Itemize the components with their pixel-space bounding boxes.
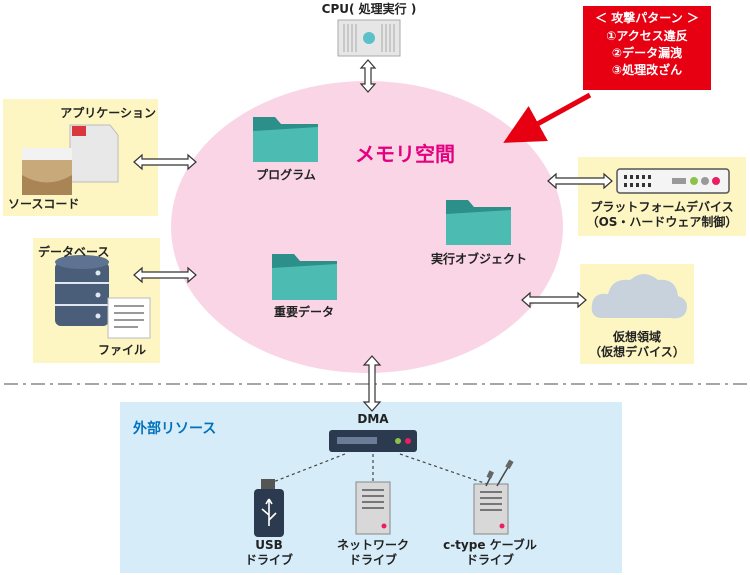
- important-data-label: 重要データ: [273, 305, 334, 319]
- dma-label: DMA: [357, 412, 389, 426]
- object-folder-icon: [446, 200, 511, 245]
- external-resources-title: 外部リソース: [133, 421, 217, 437]
- cpu-label: CPU( 処理実行 ): [321, 2, 417, 16]
- attack-item-1: ①アクセス違反: [606, 29, 688, 43]
- db-title: データベース: [38, 245, 110, 259]
- ctype-label-line1: c-type ケーブル: [443, 538, 537, 552]
- source-code-label: ソースコード: [8, 197, 80, 211]
- cloud-icon: [591, 274, 687, 319]
- usb-drive-icon: [254, 479, 284, 537]
- memory-space-title: メモリ空間: [355, 142, 455, 166]
- network-label-line2: ドライブ: [348, 553, 397, 567]
- dma-connectors: [267, 453, 488, 485]
- attack-item-2: ②データ漏洩: [611, 46, 683, 60]
- source-code-icon: [22, 124, 119, 195]
- platform-label-line1: プラットフォームデバイス: [590, 200, 734, 214]
- attack-pattern-box: ＜ 攻撃パターン ＞ ①アクセス違反 ②データ漏洩 ③処理改ざん: [583, 6, 711, 90]
- file-document-icon: [107, 297, 151, 339]
- attack-pattern-title: ＜ 攻撃パターン ＞: [595, 11, 699, 25]
- usb-label-line2: ドライブ: [244, 553, 293, 567]
- app-title: アプリケーション: [60, 106, 156, 120]
- program-label: プログラム: [256, 168, 316, 182]
- attack-item-3: ③処理改ざん: [611, 63, 683, 77]
- platform-device-icon: [616, 168, 730, 194]
- ctype-label-line2: ドライブ: [465, 553, 514, 567]
- database-icon: [55, 255, 109, 326]
- virtual-label-line2: （仮想デバイス）: [589, 345, 685, 359]
- cpu-icon: [337, 19, 401, 57]
- attack-arrow: [503, 92, 592, 143]
- important-data-folder-icon: [272, 254, 337, 300]
- dma-device-icon: [329, 430, 417, 452]
- network-label-line1: ネットワーク: [336, 538, 409, 552]
- ctype-drive-icon: [473, 459, 514, 535]
- file-label: ファイル: [98, 343, 147, 357]
- virtual-label-line1: 仮想領域: [612, 330, 661, 344]
- usb-label-line1: USB: [255, 538, 283, 552]
- platform-label-line2: （OS・ハードウェア制御）: [586, 215, 738, 229]
- object-label: 実行オブジェクト: [430, 252, 527, 266]
- program-folder-icon: [253, 117, 318, 162]
- double-arrows: [133, 59, 613, 412]
- network-drive-icon: [355, 481, 391, 535]
